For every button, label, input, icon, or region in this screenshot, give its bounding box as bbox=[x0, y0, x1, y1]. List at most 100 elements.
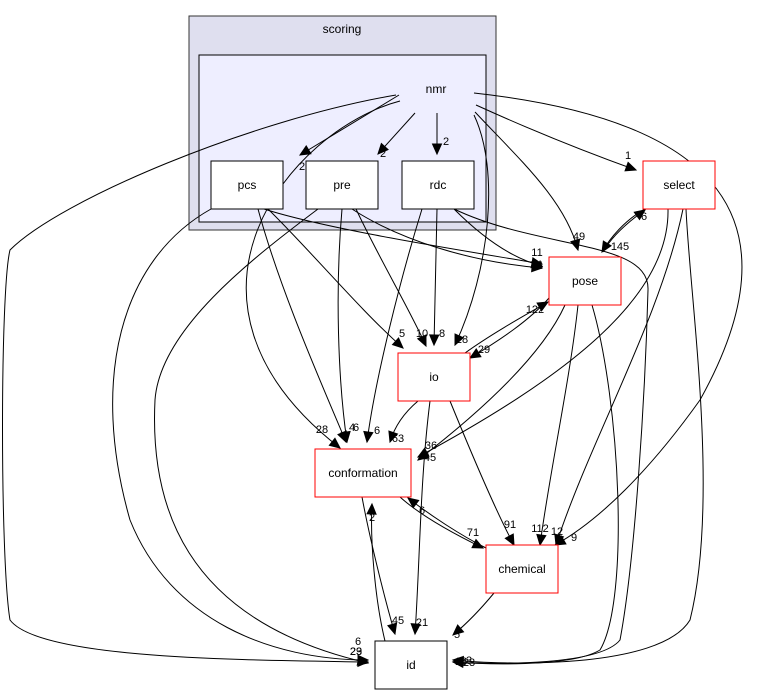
edge-label[interactable]: 13 bbox=[460, 655, 472, 667]
edge-label[interactable]: 29 bbox=[478, 344, 490, 356]
arrow-head-icon bbox=[428, 334, 440, 347]
edge-conformation-to-id[interactable]: 45 bbox=[361, 496, 404, 636]
edge-label[interactable]: 145 bbox=[611, 241, 629, 253]
edge-label[interactable]: 28 bbox=[316, 424, 328, 436]
node-label: pose bbox=[572, 274, 598, 288]
edge-label[interactable]: 9 bbox=[571, 532, 577, 544]
edge-label[interactable]: 112 bbox=[531, 523, 549, 535]
edge-nmr-to-conformation[interactable]: 28 bbox=[245, 100, 401, 449]
arrow-head-icon bbox=[340, 430, 351, 444]
edge-line bbox=[433, 208, 438, 346]
edge-io-to-chemical[interactable]: 91 bbox=[449, 400, 516, 547]
edge-line bbox=[257, 208, 347, 443]
node-label: id bbox=[406, 658, 415, 672]
arrow-head-icon bbox=[416, 334, 427, 348]
node-pcs[interactable]: pcs bbox=[210, 160, 284, 210]
edge-pose-to-select[interactable]: 6 bbox=[602, 209, 647, 253]
edge-chemical-to-id[interactable]: 5 bbox=[452, 592, 495, 641]
edge-label[interactable]: 2 bbox=[443, 136, 449, 148]
node-label: conformation bbox=[328, 466, 397, 480]
node-nmr-label[interactable]: nmr bbox=[426, 82, 447, 96]
edge-label[interactable]: 5 bbox=[454, 629, 460, 641]
edge-line bbox=[112, 208, 369, 661]
edge-label[interactable]: 36 bbox=[425, 440, 437, 452]
edge-pre-to-conformation[interactable]: 6 bbox=[337, 208, 359, 444]
edge-label[interactable]: 6 bbox=[419, 505, 425, 517]
edge-label[interactable]: 21 bbox=[416, 617, 428, 629]
edge-label[interactable]: 5 bbox=[399, 328, 405, 340]
edge-line bbox=[263, 208, 543, 265]
edge-label[interactable]: 10 bbox=[416, 328, 428, 340]
edge-line bbox=[414, 400, 431, 635]
arrow-head-icon bbox=[530, 258, 544, 269]
arrow-head-icon bbox=[410, 623, 421, 636]
edge-label[interactable]: 8 bbox=[439, 328, 445, 340]
edge-label[interactable]: 28 bbox=[456, 334, 468, 346]
edge-label[interactable]: 2 bbox=[299, 161, 305, 173]
edge-select-to-conformation[interactable]: 36 bbox=[416, 208, 669, 458]
edge-rdc-to-conformation[interactable]: 6 bbox=[363, 208, 423, 444]
edge-label[interactable]: 4 bbox=[349, 422, 355, 434]
node-rdc[interactable]: rdc bbox=[401, 160, 475, 210]
edge-label[interactable]: 14 bbox=[530, 259, 542, 271]
edge-label[interactable]: 1 bbox=[625, 150, 631, 162]
node-select[interactable]: select bbox=[642, 160, 716, 210]
edge-id-to-conformation[interactable]: 2 bbox=[366, 502, 386, 642]
edge-pose-to-conformation[interactable]: 45 bbox=[417, 304, 566, 464]
edge-line bbox=[475, 104, 637, 171]
arrow-head-icon bbox=[468, 348, 482, 359]
arrow-head-icon bbox=[417, 449, 430, 461]
edge-pre-to-id[interactable]: 23 bbox=[154, 208, 370, 666]
edge-io-to-id[interactable]: 21 bbox=[410, 400, 431, 636]
edge-pose-to-chemical[interactable]: 112 bbox=[531, 304, 579, 547]
edge-line bbox=[555, 208, 684, 546]
arrow-head-icon bbox=[328, 437, 341, 449]
arrow-head-icon bbox=[391, 337, 404, 349]
edge-label[interactable]: 12 bbox=[551, 526, 563, 538]
edge-pcs-to-io[interactable]: 5 bbox=[267, 208, 405, 349]
edge-label[interactable]: 71 bbox=[467, 527, 479, 539]
edge-nmr-to-pre[interactable]: 2 bbox=[377, 112, 416, 160]
edge-label[interactable]: 2 bbox=[369, 512, 375, 524]
edge-io-to-pose[interactable]: 122 bbox=[464, 301, 550, 354]
node-label: pre bbox=[333, 178, 351, 192]
edge-label[interactable]: 6 bbox=[353, 422, 359, 434]
edge-label[interactable]: 45 bbox=[392, 615, 404, 627]
node-chemical[interactable]: chemical bbox=[485, 544, 559, 594]
arrow-head-icon bbox=[451, 657, 464, 668]
node-pose[interactable]: pose bbox=[548, 256, 622, 306]
edge-label[interactable]: 11 bbox=[531, 247, 542, 259]
edge-select-to-chemical[interactable]: 12 bbox=[551, 208, 684, 547]
edge-label[interactable]: 45 bbox=[424, 452, 436, 464]
edge-label[interactable]: 2 bbox=[380, 148, 386, 160]
arrow-head-icon bbox=[366, 502, 377, 515]
arrow-head-icon bbox=[554, 533, 565, 547]
edge-nmr-to-select[interactable]: 1 bbox=[475, 104, 638, 172]
edge-label[interactable]: 6 bbox=[355, 636, 361, 648]
edge-line bbox=[452, 304, 619, 665]
edge-rdc-to-io[interactable]: 8 bbox=[428, 208, 445, 347]
edge-pose-to-id[interactable]: 13 bbox=[451, 304, 619, 668]
edge-line bbox=[361, 496, 396, 635]
edge-io-to-conformation[interactable]: 63 bbox=[388, 400, 419, 445]
edge-pcs-to-id[interactable]: 29 bbox=[112, 208, 370, 666]
edge-line bbox=[417, 304, 566, 461]
edge-pre-to-io[interactable]: 10 bbox=[355, 208, 428, 348]
edge-chemical-to-conformation[interactable]: 6 bbox=[407, 497, 487, 549]
edge-label[interactable]: 29 bbox=[350, 646, 362, 658]
edge-label[interactable]: 63 bbox=[392, 433, 404, 445]
node-io[interactable]: io bbox=[397, 352, 471, 402]
edge-label[interactable]: 122 bbox=[526, 304, 544, 316]
edge-line bbox=[449, 400, 515, 546]
node-conformation[interactable]: conformation bbox=[314, 448, 412, 498]
edge-nmr-to-pcs[interactable]: 2 bbox=[299, 94, 400, 173]
edge-label[interactable]: 49 bbox=[573, 231, 585, 243]
edge-label[interactable]: 6 bbox=[641, 211, 647, 223]
edge-rdc-to-pose[interactable]: 14 bbox=[453, 208, 544, 271]
edge-label[interactable]: 91 bbox=[504, 519, 516, 531]
edge-label[interactable]: 6 bbox=[374, 425, 380, 437]
edge-nmr-to-rdc[interactable]: 2 bbox=[431, 113, 450, 156]
edge-label[interactable]: 23 bbox=[350, 646, 362, 658]
node-id[interactable]: id bbox=[374, 640, 448, 690]
node-pre[interactable]: pre bbox=[305, 160, 379, 210]
